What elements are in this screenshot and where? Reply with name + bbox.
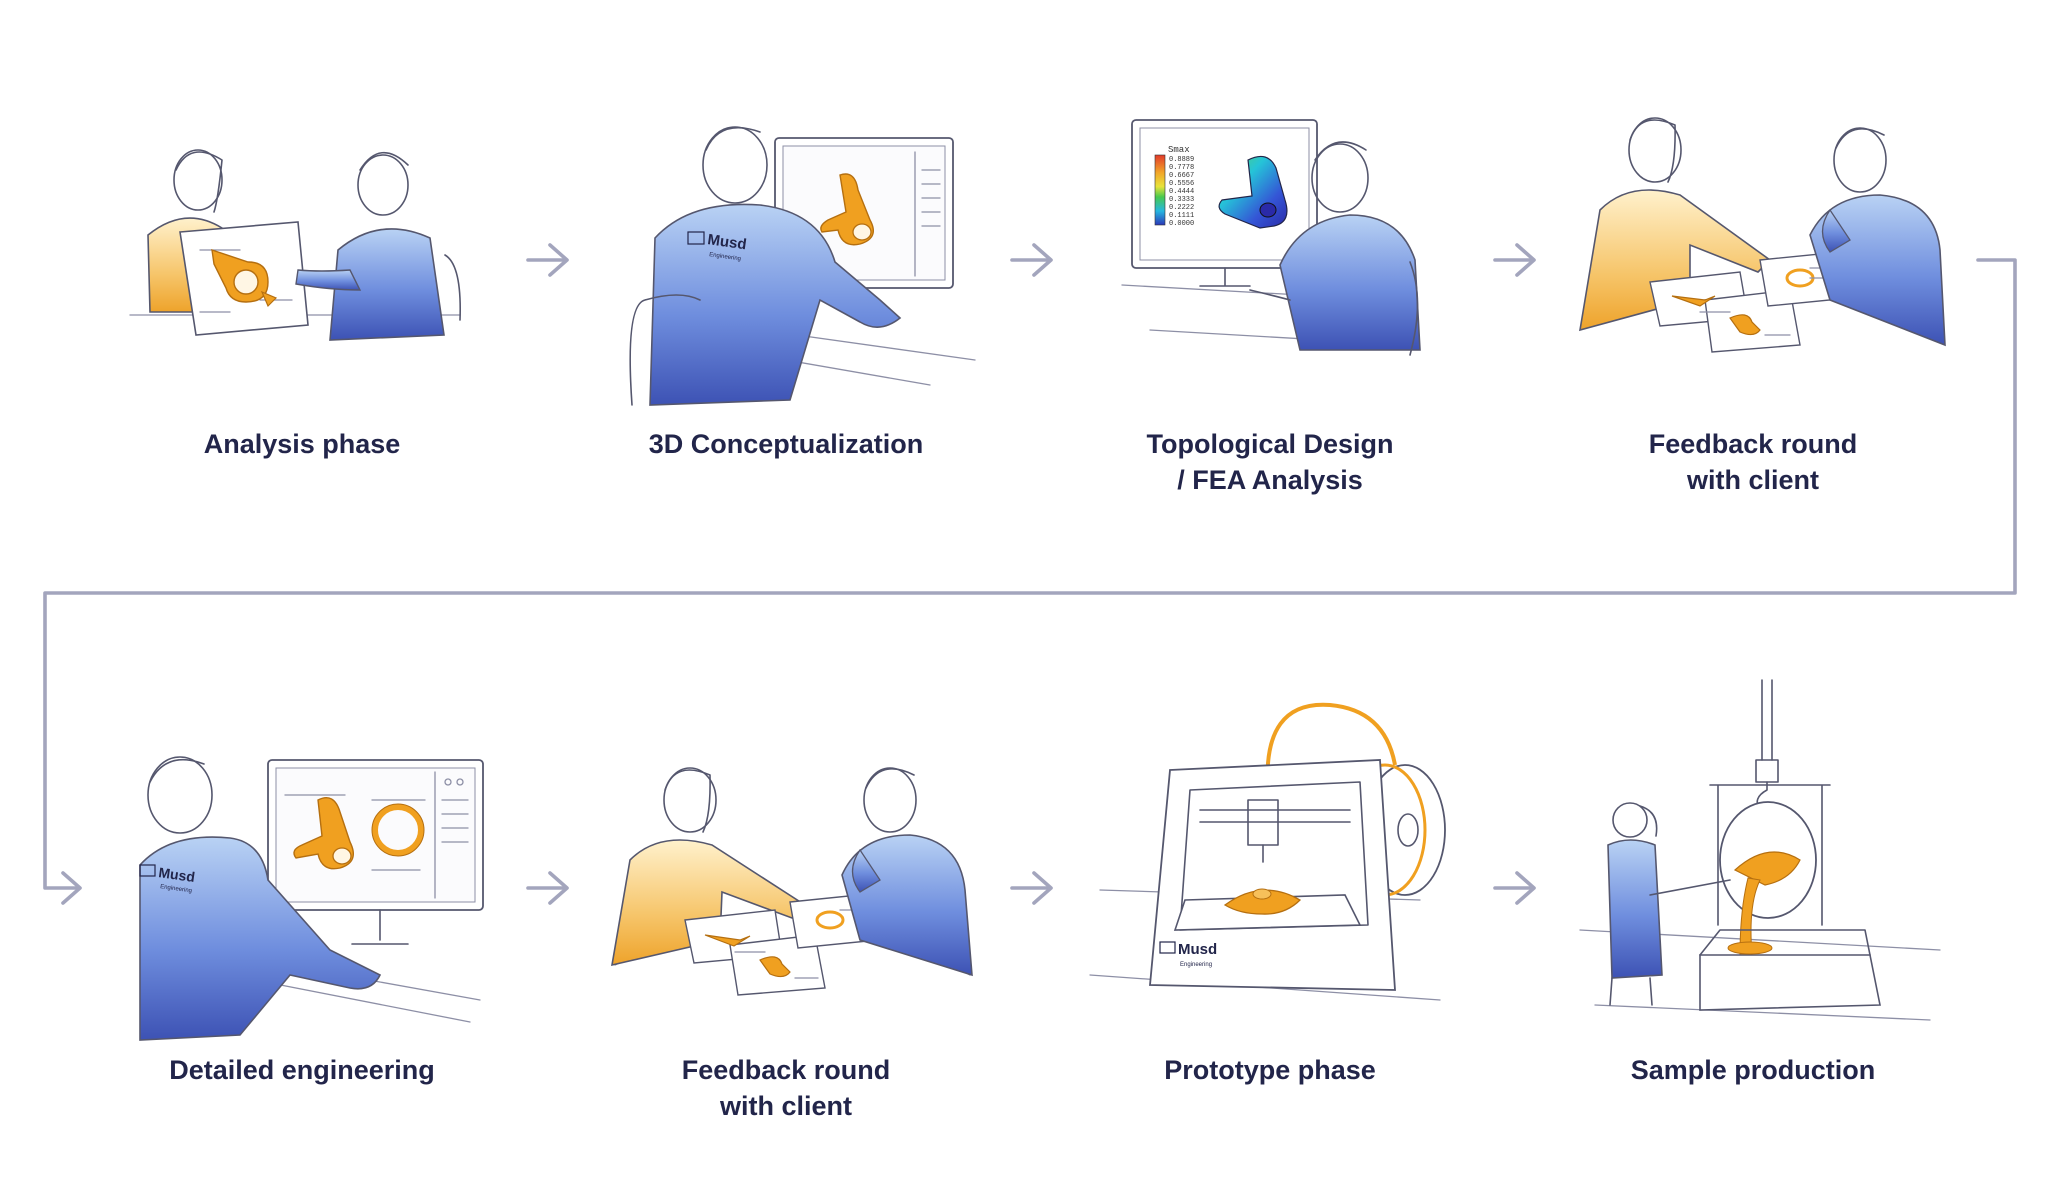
fea-legend-value: 0.6667 — [1169, 172, 1194, 180]
step-label-sample-production: Sample production — [1630, 1055, 1876, 1085]
engineer-shirt — [139, 836, 382, 1041]
step-6-illustration — [611, 767, 973, 996]
logo-text: Musd — [706, 231, 747, 253]
arrow-step7-to-step8 — [1493, 871, 1536, 905]
step-label-topological-design: Topological Design / FEA Analysis — [1146, 429, 1394, 495]
engineer-shirt — [1279, 214, 1421, 351]
logo-text: Musd — [158, 864, 196, 885]
step-5-illustration: Musd Engineering — [139, 756, 484, 1041]
woman-torso — [1579, 189, 1772, 332]
fea-stress-part — [1218, 155, 1288, 229]
printed-part — [1223, 888, 1302, 915]
logo-text: Musd — [1178, 941, 1217, 958]
fea-legend-value: 0.4444 — [1169, 188, 1194, 196]
fea-legend-value: 0.0000 — [1169, 220, 1194, 228]
step-label-feedback-round-1: Feedback round with client — [1648, 429, 1858, 495]
fea-legend-value: 0.8889 — [1169, 156, 1194, 164]
fea-legend-value: 0.3333 — [1169, 196, 1194, 204]
fea-legend-value: 0.7778 — [1169, 164, 1194, 172]
fea-legend-value: 0.1111 — [1169, 212, 1194, 220]
musd-logo-patch: Musd Engineering — [139, 864, 196, 894]
arrow-step1-to-step2 — [526, 243, 569, 277]
orange-part — [820, 173, 874, 246]
arrow-step2-to-step3 — [1010, 243, 1053, 277]
fea-color-scale — [1154, 154, 1166, 226]
step-4-illustration — [1579, 117, 1946, 353]
step-label-feedback-round-2: Feedback round with client — [681, 1055, 891, 1121]
musd-logo-patch: Musd Engineering — [687, 231, 748, 262]
fea-legend: Smax 0.8889 0.7778 0.6667 0.5556 0.4444 … — [1154, 145, 1194, 228]
mold-box — [1699, 954, 1881, 1011]
arrow-step3-to-step4 — [1493, 243, 1536, 277]
man-pointing-arm — [295, 269, 362, 291]
fea-legend-title: Smax — [1168, 145, 1190, 155]
fea-legend-value: 0.5556 — [1169, 180, 1194, 188]
step-label-analysis-phase: Analysis phase — [203, 429, 401, 459]
woman-torso — [611, 839, 807, 967]
orange-part — [211, 248, 278, 308]
logo-subtext: Engineering — [160, 884, 193, 894]
orange-ring — [372, 804, 424, 856]
step-2-illustration: Musd Engineering — [629, 126, 976, 406]
orange-part — [293, 797, 354, 870]
arrow-step6-to-step7 — [1010, 871, 1053, 905]
filament-line — [1265, 702, 1397, 791]
logo-subtext: Engineering — [709, 252, 742, 262]
step-label-detailed-engineering: Detailed engineering — [169, 1055, 435, 1085]
flow-arrows — [43, 243, 2017, 905]
logo-subtext: Engineering — [1180, 962, 1212, 968]
step-label-3d-conceptualization: 3D Conceptualization — [648, 429, 924, 459]
step-1-illustration — [129, 149, 462, 341]
step-label-prototype-phase: Prototype phase — [1164, 1055, 1376, 1085]
step-7-illustration: Musd Engineering — [1089, 702, 1446, 1001]
arrow-step5-to-step6 — [526, 871, 569, 905]
engineer-shirt — [649, 203, 902, 406]
step-3-illustration: Smax 0.8889 0.7778 0.6667 0.5556 0.4444 … — [1121, 119, 1421, 356]
worker-apron — [1607, 839, 1663, 979]
fea-legend-value: 0.2222 — [1169, 204, 1194, 212]
row-wrap-connector — [43, 258, 2017, 905]
printer-frame — [1149, 759, 1396, 991]
step-8-illustration — [1579, 679, 1941, 1021]
man-torso — [329, 228, 445, 341]
musd-logo-printer: Musd Engineering — [1159, 941, 1217, 968]
